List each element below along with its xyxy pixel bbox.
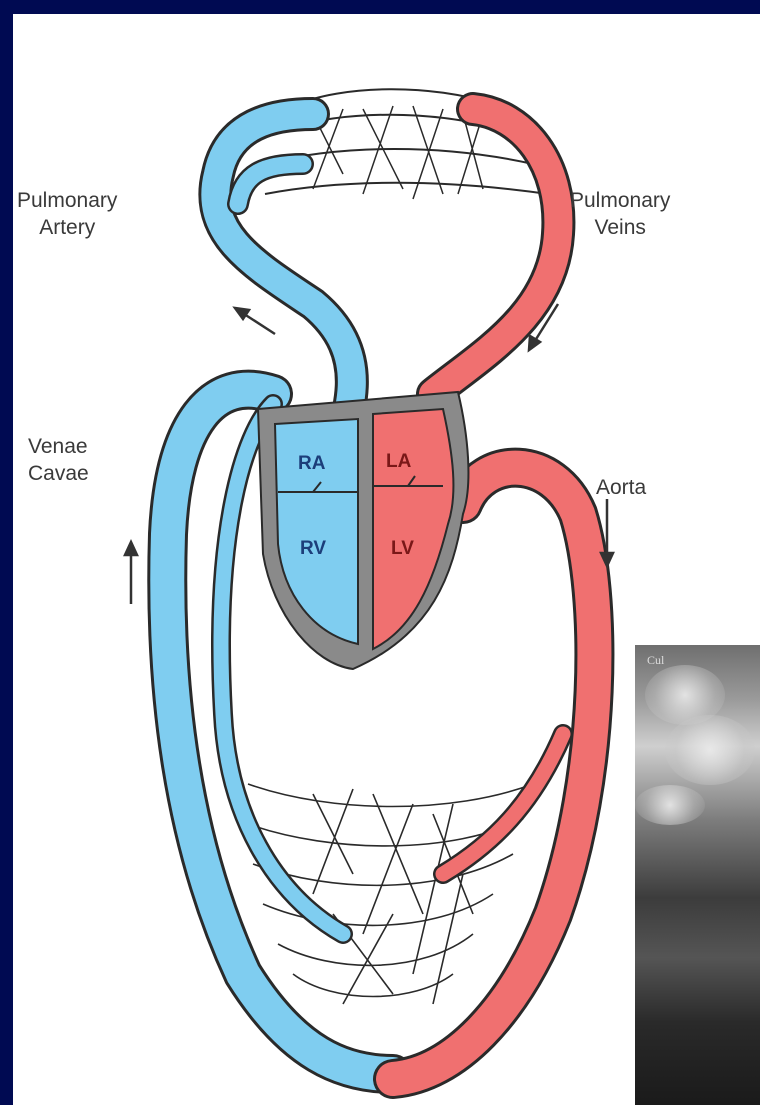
- inset-photo: Cul: [635, 645, 760, 1105]
- diagram-panel: RA LA RV LV Pulmona: [13, 14, 760, 1105]
- label-pulmonary-artery-line1: Pulmonary: [17, 187, 117, 214]
- photo-caption: Cul: [647, 653, 664, 668]
- chamber-label-la: LA: [386, 451, 412, 472]
- label-pulmonary-veins-line2: Veins: [570, 214, 670, 241]
- label-venae-cavae-line1: Venae: [28, 433, 89, 460]
- left-heart-chambers: [373, 409, 453, 649]
- label-pulmonary-artery-line2: Artery: [17, 214, 117, 241]
- label-venae-cavae-line2: Cavae: [28, 460, 89, 487]
- arrow-pulmonary-artery-icon: [235, 308, 275, 334]
- chamber-label-rv: RV: [300, 538, 326, 559]
- chamber-label-ra: RA: [298, 453, 326, 474]
- label-pulmonary-veins: Pulmonary Veins: [570, 187, 670, 241]
- heart: RA LA RV LV: [258, 392, 468, 669]
- label-pulmonary-artery: Pulmonary Artery: [17, 187, 117, 241]
- chamber-label-lv: LV: [391, 538, 414, 559]
- label-pulmonary-veins-line1: Pulmonary: [570, 187, 670, 214]
- label-venae-cavae: Venae Cavae: [28, 433, 89, 487]
- arrow-venae-cavae-icon: [125, 542, 137, 604]
- label-aorta: Aorta: [596, 474, 646, 501]
